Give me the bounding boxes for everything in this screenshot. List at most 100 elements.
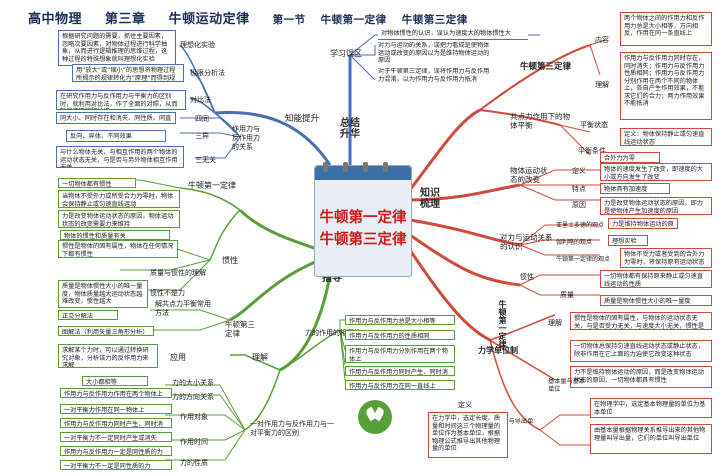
three-unrelated-text: 与什么物体无关，与相互作用的两个物体的运动状态无关，与是否与另外物体相互作用无关 [56, 146, 184, 168]
cause-label: 原因 [572, 201, 586, 209]
content-label: 内容 [595, 36, 609, 44]
newton-view: 物体不受力或者受到的合外力为零时，将保持原有运动状态 [620, 248, 712, 268]
green-l7: 惯性不是力 [150, 289, 185, 297]
understand-text: 作用力与反作用力同时存在，同时消失；作用力与反作用力性质相同；作用力与反作用力分… [620, 52, 712, 120]
cmp-s5: 一对平衡力不一定同时产生或消失 [60, 432, 172, 442]
galileo-view: 理想实验 [608, 235, 648, 246]
pitfall-2: 对力与运动的关系，误把力看成是使物体运动或改变的原因以为是维持物体运动的原因 [378, 42, 490, 64]
motion-change-label: 物体运动状态的改变 [510, 166, 548, 184]
summary-branch-label: 总结 升华 [340, 118, 360, 140]
target-label: 作用对象 [180, 413, 208, 421]
three-diff-text: 反向、异体、不同效果 [66, 130, 166, 142]
green-l9: 图解法（利用矢量三角形分析） [58, 326, 154, 336]
page-title: 高中物理 第三章 牛顿运动定律 第一节 牛顿第一定律 牛顿第三定律 [28, 12, 468, 27]
derived-unit-text: 由基本量根据物理关系推导出来的其他物理量叫导出量，它们的单位叫导出单位 [590, 424, 712, 454]
three-diff-label: 三异 [195, 132, 209, 140]
center-title-2: 牛顿第三定律 [319, 231, 407, 248]
cond-label: 平衡条件 [578, 147, 606, 155]
inertia-label: 惯性 [520, 273, 534, 281]
equilibrium-label: 共点力作用下的物体平衡 [510, 112, 570, 130]
inertia-text: 一切物体都有保持原来静止或匀速直线运动的性质 [600, 270, 712, 288]
green-mass-label: 质量与惯性的理解 [150, 269, 206, 277]
force-mag-label: 力的大小关系 [172, 379, 214, 387]
nature-label: 力的性质 [180, 459, 208, 467]
galileo-label: 伽利略的观点 [556, 239, 593, 246]
compare-label: 一对作用力与反作用力与一对平衡力的区别 [250, 420, 334, 437]
mass-label: 质量 [560, 291, 574, 299]
green-inertia-label: 惯性 [222, 256, 238, 265]
four-same-text: 同大小、同时存在和消失、同性质、同直线 [56, 112, 176, 124]
ring-icon [323, 162, 328, 172]
learning-pitfalls-label: 学习误区 [330, 49, 362, 58]
sprout-icon [358, 400, 392, 434]
base-unit-text: 在物理学中，选定基本物理量的单位为基本单位 [590, 398, 712, 418]
green-nl3-label: 牛顿第三定律 [225, 320, 255, 338]
mass-text: 质量是物体惯性大小的唯一量度 [600, 295, 712, 306]
def-label: 定义 [572, 167, 586, 175]
pitfall-3: 对于牛顿第三定律，误将作用力与反作用力混淆，以为作用力与反作用力抵消 [378, 68, 490, 83]
cond-text: 合外力为零 [600, 152, 660, 163]
knowledge-branch-label: 知识 梳理 [420, 188, 440, 210]
law3-label: 牛顿第三定律 [520, 62, 572, 72]
green-l2: 当物体不受外力或所受合力为零时，物体会保持静止或匀速直线运动 [58, 190, 180, 208]
mutual-2: 作用力与反作用力的性质相同 [345, 330, 455, 340]
green-understand-label: 理解 [252, 353, 268, 362]
nl1-green-label: 牛顿第一定律 [188, 181, 236, 190]
cause-text: 力是改变物体运动状态的原因，即力是使物体产生加速度的原因 [600, 197, 712, 215]
mutual-action-label: 力的作用的相互性 [305, 329, 361, 337]
nl1-content-2: 力不是维持物体运动的原因，而是改变物体运动状态的原因，一切物体都具有惯性 [570, 366, 712, 388]
limit-analysis-text: 用“放大”或“缩小”的思想将物理过程所揭示的规律转化为“原理”而得到规律 [72, 64, 184, 82]
mutual-3: 作用力与反作用力分别作用在两个物体上 [345, 345, 455, 363]
cmp-s2: 作用力与反作用力作用在两个物体上 [60, 388, 172, 398]
cmp-s1: 大小都相等 [82, 376, 148, 386]
limit-analysis-label: 极限分析法 [190, 69, 225, 77]
ring-icon [383, 162, 388, 172]
time-label: 作用时间 [180, 438, 208, 446]
comparison-label: 对比法 [190, 96, 211, 104]
aristotle-view: 力是维持物体运动的原因 [608, 218, 678, 229]
green-l4: 物体的惯性和质量有关 [60, 230, 170, 240]
force-dir-label: 力的方向关系 [172, 393, 214, 401]
four-same-label: 四同 [195, 115, 209, 123]
def-text: 物体的速度发生了改变，即速度的大小或方向发生了改变 [600, 163, 712, 181]
mutual-5: 作用力与反作用力在同一直线上 [345, 380, 455, 390]
green-apply-label: 应用 [170, 353, 186, 362]
def2-text: 在力学中，选定长度、质量和时间这三个物理量的单位作为基本单位，根据物理公式推导出… [428, 412, 508, 458]
idealized-experiment-label: 理想化实验 [180, 41, 215, 49]
ability-improve-label: 知能提升 [285, 114, 320, 124]
center-title-1: 牛顿第一定律 [319, 209, 407, 226]
green-solve-label: 解共点力平衡常用方法 [155, 300, 211, 317]
green-l1: 一切物体都有惯性 [58, 178, 136, 188]
green-l10: 求解某个力时，可以通过转换研究对象，分析该力的反作用力来求解 [58, 344, 158, 368]
feat-label: 特点 [572, 185, 586, 193]
mutual-1: 作用力与反作用力总是大小相等 [345, 315, 455, 325]
nl1-label: 牛顿第一定律 [498, 300, 507, 348]
cmp-s7: 一对平衡力不一定是同性质的力 [60, 460, 172, 470]
feat-text: 物体具有加速度 [600, 183, 670, 194]
nl1-understand-text: 惯性是物体的固有属性，与物体的运动状态无关，与是否受力无关，与速度大小无关，惯性… [570, 312, 712, 330]
ring-icon [343, 162, 348, 172]
pitfall-1: 对物体惯性的认识，误认为速度大的物体惯性大 [378, 28, 528, 40]
green-l8: 正交分解法 [58, 310, 118, 320]
center-calendar-graphic: 牛顿第一定律 牛顿第三定律 [314, 162, 412, 277]
content-text: 两个物体之间的作用力和反作用力总是大小相等，方向相反，作用在同一条直线上 [620, 12, 712, 46]
aristotle-label: 亚里士多德的观点 [556, 222, 605, 229]
ring-icon [363, 162, 368, 172]
nl1-content-1: 一切物体总保持匀速直线运动状态或静止状态，除非作用在它上面的力迫使它改变这种状态 [570, 340, 712, 362]
unit-system-label: 力学单位制 [478, 346, 518, 355]
base-unit-label: 基本量与基本单位 [548, 378, 586, 393]
idealized-experiment-text: 根据研究问题的需要，抓住主要因素，忽略次要因素，对物体过程进行科学抽象，从而进行… [58, 30, 176, 66]
force-motion-label: 对力与运动关系的认识 [500, 233, 553, 251]
state-text: 定义：物体保持静止或匀速直线运动状态 [620, 128, 712, 146]
green-l3: 力是改变物体运动状态的原因，物体运动状态的改变需要力来维持 [58, 210, 180, 228]
cmp-s6: 作用力与反作用力一定是同性质的力 [60, 446, 172, 456]
mutual-4: 作用力与反作用力同时产生、同时消失 [345, 366, 455, 376]
comparison-text: 在研究作用力与反作用力与平衡力的区别时，就利用对比法，作了全面的对照，从而加深了… [56, 90, 186, 110]
action-reaction-label: 作用力与 反作用力 的关系 [232, 125, 260, 151]
three-unrelated-label: 三无关 [195, 156, 216, 164]
cmp-s3: 一对平衡力作用在同一物体上 [60, 404, 172, 414]
cmp-s4: 作用力与反作用力同时产生，同时消失 [60, 418, 172, 428]
state-label: 平衡状态 [580, 121, 608, 129]
green-l5: 惯性是物体的固有属性，物体在任何情况下都有惯性 [58, 240, 178, 258]
